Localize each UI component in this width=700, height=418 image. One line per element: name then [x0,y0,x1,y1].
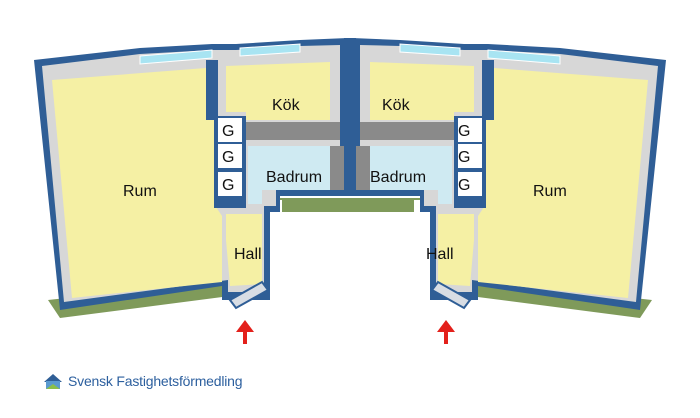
brand-name: Svensk Fastighetsförmedling [68,373,243,389]
right-wardrobe-2 [458,144,482,168]
center-wall [344,38,356,196]
left-wardrobe-label-1: G [222,123,234,140]
left-kok-label: Kök [272,97,301,114]
right-window-rum [487,49,561,65]
left-rum-floor [52,68,222,298]
left-hall-label: Hall [234,246,262,263]
right-partition [482,60,494,120]
right-kok-label: Kök [382,97,411,114]
left-wardrobe-3 [218,172,242,196]
left-wardrobe-2 [218,144,242,168]
right-wardrobe-3 [458,172,482,196]
right-entrance-arrow-icon [437,320,455,344]
left-kok-floor [226,62,330,120]
right-kok-counter [360,122,454,140]
right-rum-label: Rum [533,183,567,200]
left-window-rum [139,49,213,65]
house-logo-icon [44,374,62,389]
right-badrum-label: Badrum [370,169,426,186]
left-entrance-arrow-icon [236,320,254,344]
brand-logo: Svensk Fastighetsförmedling [42,372,243,390]
right-rum-floor [478,68,648,298]
right-wardrobe-label-3: G [458,177,470,194]
right-wardrobe-1 [458,118,482,142]
left-wardrobe-label-2: G [222,149,234,166]
left-apartment [34,38,348,310]
left-rum-label: Rum [123,183,157,200]
left-badrum-floor [248,146,330,204]
left-kok-counter [246,122,340,140]
left-badrum-inner-wall [330,146,344,190]
left-window-kok [239,43,301,57]
right-badrum-floor [370,146,452,204]
left-partition [206,60,218,120]
left-hall-floor [226,214,262,286]
right-window-kok [399,43,461,57]
right-hall-label: Hall [426,246,454,263]
left-badrum-label: Badrum [266,169,322,186]
left-wardrobe-1 [218,118,242,142]
right-badrum-inner-wall [356,146,370,190]
right-wardrobe-label-1: G [458,123,470,140]
right-kok-floor [370,62,474,120]
left-entrance-door [228,280,270,310]
right-wardrobe-label-2: G [458,149,470,166]
right-entrance-door [430,280,472,310]
left-wardrobe-label-3: G [222,177,234,194]
right-hall-floor [438,214,474,286]
right-apartment [352,38,666,310]
